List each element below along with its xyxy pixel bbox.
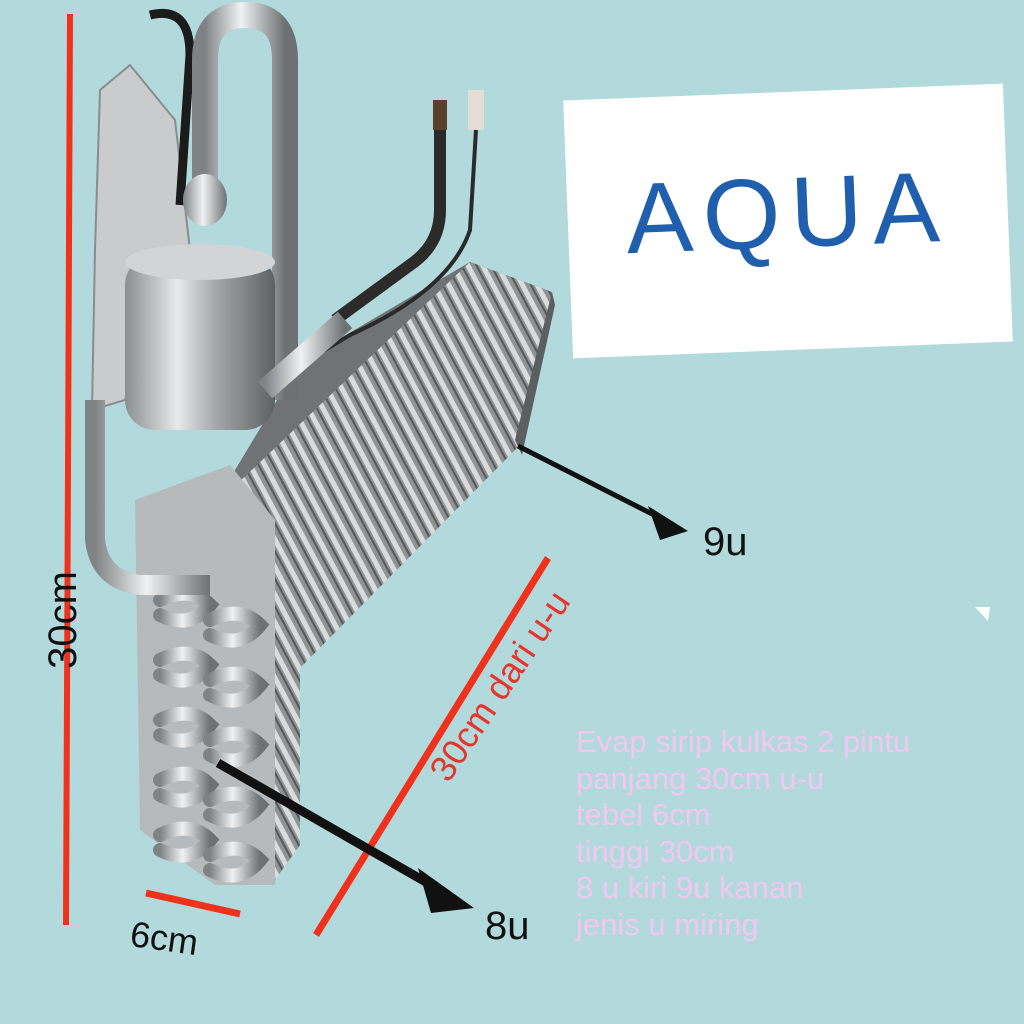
depth-label: 6cm [127,913,201,964]
brand-logo-box: AQUA [563,83,1013,359]
description-line: panjang 30cm u-u [576,760,825,796]
length-measure-line [313,556,551,937]
coil-tubes [153,586,270,883]
depth-measure-line [145,889,241,918]
description-text: Evap sirip kulkas 2 pintu panjang 30cm u… [576,724,1016,943]
arrow-8u [418,868,474,913]
description-line: jenis u miring [576,906,759,942]
u-pipe [192,1,298,400]
brand-logo: AQUA [623,150,952,276]
left-u-label: 8u [485,904,530,948]
description-line: tebel 6cm [576,797,711,832]
right-u-label: 9u [703,520,748,564]
arrow-9u [648,506,688,540]
height-measure-line [63,13,73,926]
fin-block [215,262,552,880]
height-label: 30cm [41,571,85,669]
accumulator [125,255,275,430]
description-line: Evap sirip kulkas 2 pintu [576,724,911,759]
description-line: 8 u kiri 9u kanan [576,870,804,905]
description-line: tinggi 30cm [576,833,735,869]
end-plate-right [515,292,555,455]
